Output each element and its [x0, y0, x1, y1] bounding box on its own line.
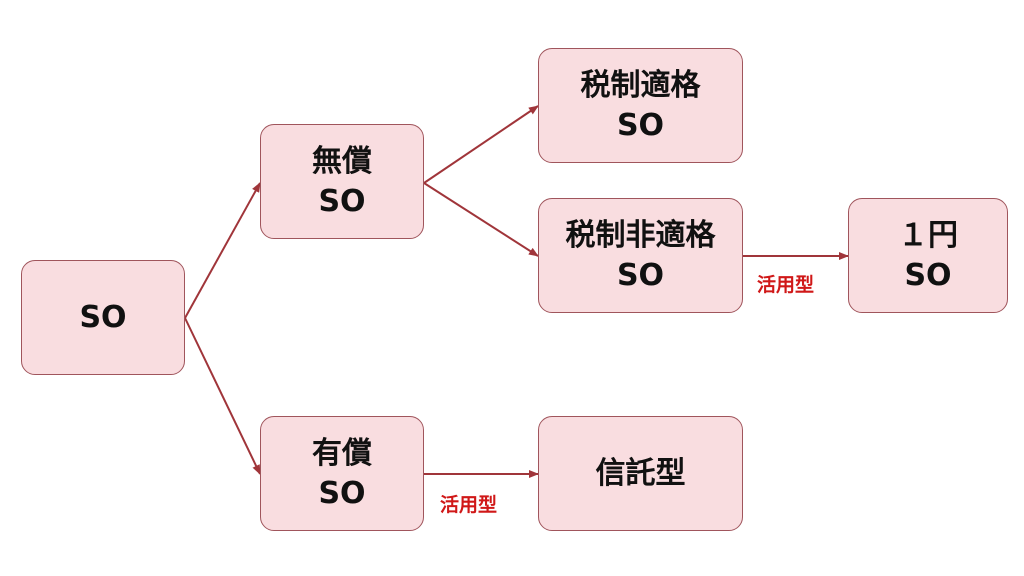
edge-label-yusho-shintaku: 活用型 [440, 494, 498, 516]
node-so: SO [21, 260, 185, 375]
node-ichien-so-line2: SO [904, 257, 952, 293]
arrow-so-to-yusho [184, 317, 261, 475]
node-shintaku-label: 信託型 [595, 455, 686, 491]
node-zeisei-hitekikaku-so-line2: SO [616, 257, 665, 293]
node-zeisei-tekikaku-so-line2: SO [616, 107, 665, 143]
node-musho-so-line1: 無償 [312, 143, 372, 179]
node-yusho-so-line2: SO [318, 475, 366, 511]
node-zeisei-hitekikaku-so-line1: 税制非適格 [565, 217, 716, 253]
node-musho-so-line2: SO [318, 183, 366, 219]
node-ichien-so-line1: １円 [898, 217, 958, 253]
node-zeisei-hitekikaku-so: 税制非適格 SO [538, 198, 743, 313]
node-yusho-so: 有償 SO [260, 416, 424, 531]
node-yusho-so-line1: 有償 [312, 435, 372, 471]
node-zeisei-tekikaku-so: 税制適格 SO [538, 48, 743, 163]
arrow-so-to-musho [184, 182, 261, 319]
arrow-musho-to-hitekikaku [423, 182, 539, 257]
node-musho-so: 無償 SO [260, 124, 424, 239]
edge-label-hitekikaku-ichien: 活用型 [757, 274, 815, 296]
node-zeisei-tekikaku-so-line1: 税制適格 [580, 67, 701, 103]
node-so-label: SO [79, 299, 127, 335]
arrow-musho-to-tekikaku [423, 105, 539, 184]
node-ichien-so: １円 SO [848, 198, 1008, 313]
node-shintaku: 信託型 [538, 416, 743, 531]
